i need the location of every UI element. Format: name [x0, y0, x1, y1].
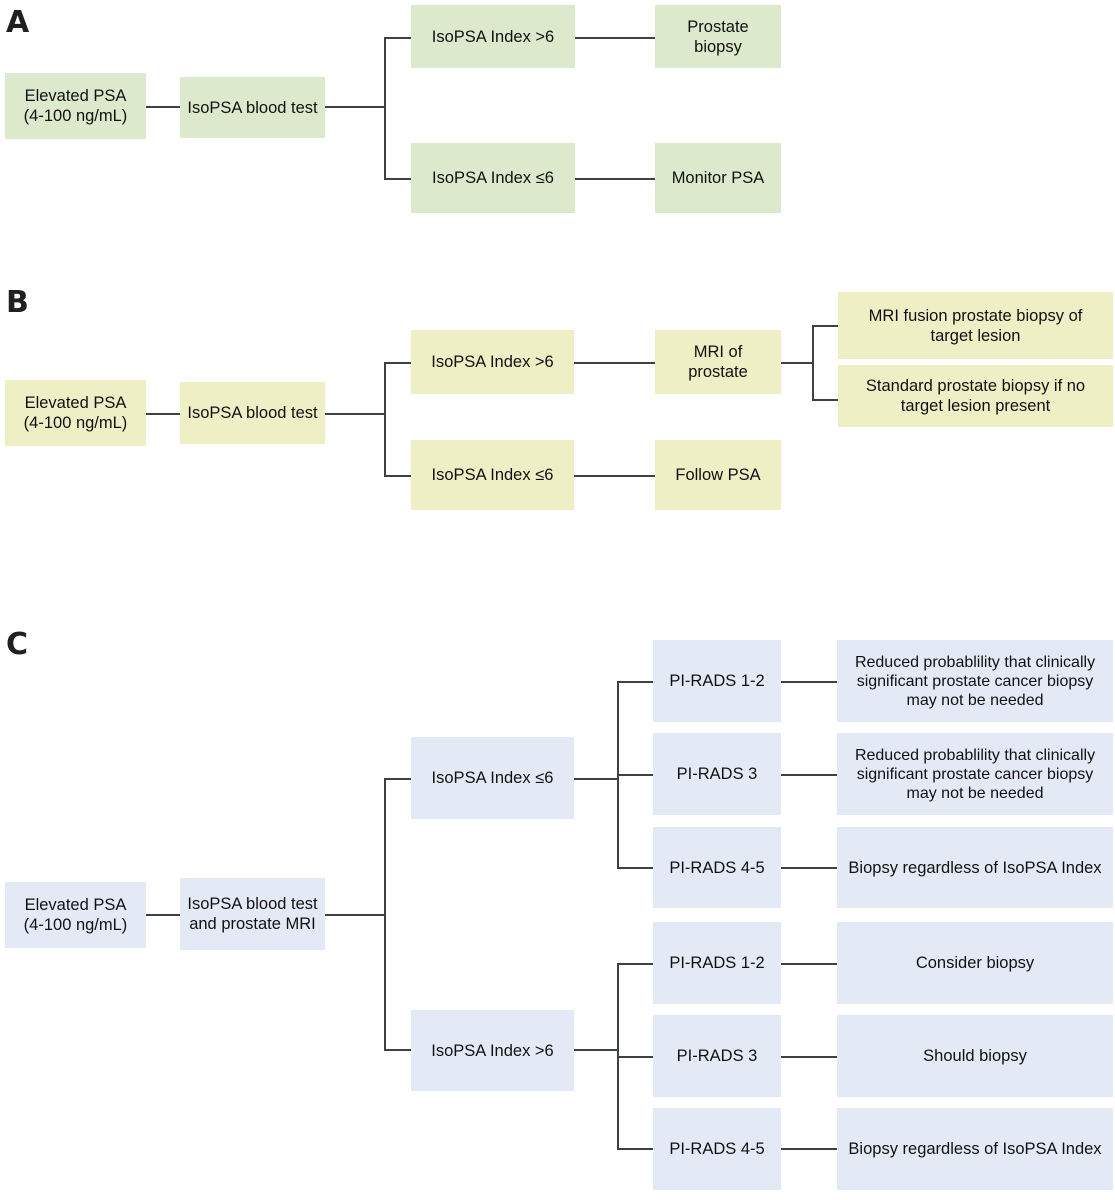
- node-c-low-pirads-1: PI-RADS 1-2: [653, 640, 781, 722]
- node-b-mri: MRI of prostate: [655, 330, 781, 394]
- connector-c-low-p1-out: [781, 681, 837, 683]
- node-c-low-outcome-3: Biopsy regardless of IsoPSA Index: [837, 827, 1113, 908]
- node-c-low-outcome-1: Reduced probablility that clinically sig…: [837, 640, 1113, 722]
- node-b-outcome-standard: Standard prostate biopsy if no target le…: [838, 365, 1113, 427]
- connector-c-low-p2-out: [781, 774, 837, 776]
- connector-c-high-p1-out: [781, 963, 837, 965]
- connector-c-high-p1: [617, 963, 653, 965]
- panel-label-b: B: [6, 285, 29, 320]
- connector-a-split-low: [384, 178, 411, 180]
- connector-b-mri-split: [781, 362, 813, 364]
- connector-b-out-vert: [812, 325, 814, 400]
- connector-c-low-p3: [617, 867, 653, 869]
- node-c-low-pirads-3: PI-RADS 4-5: [653, 827, 781, 908]
- connector-a-high-outcome: [575, 37, 655, 39]
- connector-c-high-p2: [617, 1056, 653, 1058]
- node-a-outcome-low: Monitor PSA: [655, 143, 781, 213]
- node-b-outcome-fusion: MRI fusion prostate biopsy of target les…: [838, 292, 1113, 359]
- node-b-branch-high: IsoPSA Index >6: [411, 330, 574, 394]
- connector-c-start-test: [146, 914, 180, 916]
- connector-c-main-high: [384, 1049, 411, 1051]
- node-b-branch-low: IsoPSA Index ≤6: [411, 440, 574, 510]
- connector-c-low-p1: [617, 681, 653, 683]
- node-a-test: IsoPSA blood test: [180, 77, 325, 138]
- node-c-high-outcome-1: Consider biopsy: [837, 922, 1113, 1004]
- connector-a-test-split: [325, 106, 385, 108]
- node-a-branch-high: IsoPSA Index >6: [411, 5, 575, 68]
- connector-b-split-vert: [384, 362, 386, 476]
- connector-b-high-mri: [573, 362, 655, 364]
- node-c-branch-low: IsoPSA Index ≤6: [411, 737, 574, 819]
- node-c-high-outcome-2: Should biopsy: [837, 1015, 1113, 1097]
- node-c-branch-high: IsoPSA Index >6: [411, 1010, 574, 1091]
- connector-c-low-group: [573, 778, 618, 780]
- connector-c-high-group: [573, 1049, 618, 1051]
- connector-c-main-low: [384, 778, 411, 780]
- node-a-branch-low: IsoPSA Index ≤6: [411, 143, 575, 213]
- connector-c-high-p3: [617, 1148, 653, 1150]
- connector-b-out-standard: [812, 399, 838, 401]
- node-c-test: IsoPSA blood test and prostate MRI: [180, 878, 325, 950]
- node-a-start: Elevated PSA (4-100 ng/mL): [5, 73, 146, 139]
- panel-label-a: A: [6, 5, 29, 40]
- node-c-high-pirads-1: PI-RADS 1-2: [653, 922, 781, 1004]
- connector-b-out-fusion: [812, 325, 838, 327]
- connector-a-low-outcome: [575, 178, 655, 180]
- node-c-high-outcome-3: Biopsy regardless of IsoPSA Index: [837, 1108, 1113, 1190]
- connector-a-split-vert: [384, 37, 386, 179]
- connector-c-low-p3-out: [781, 867, 837, 869]
- connector-b-split-high: [384, 362, 411, 364]
- node-c-high-pirads-2: PI-RADS 3: [653, 1015, 781, 1097]
- node-a-outcome-high: Prostate biopsy: [655, 5, 781, 68]
- connector-b-low-follow: [573, 475, 655, 477]
- node-c-low-outcome-2: Reduced probablility that clinically sig…: [837, 733, 1113, 815]
- node-b-start: Elevated PSA (4-100 ng/mL): [5, 380, 146, 446]
- connector-b-start-test: [146, 413, 180, 415]
- connector-b-split-low: [384, 475, 411, 477]
- connector-c-high-p2-out: [781, 1056, 837, 1058]
- connector-c-test-split: [325, 914, 385, 916]
- node-c-start: Elevated PSA (4-100 ng/mL): [5, 882, 146, 948]
- connector-b-test-split: [325, 413, 385, 415]
- connector-c-main-vert: [384, 778, 386, 1050]
- connector-a-start-test: [146, 106, 180, 108]
- connector-c-low-p2: [617, 774, 653, 776]
- connector-a-split-high: [384, 37, 411, 39]
- node-c-low-pirads-2: PI-RADS 3: [653, 733, 781, 815]
- panel-label-c: C: [6, 627, 28, 662]
- node-c-high-pirads-3: PI-RADS 4-5: [653, 1108, 781, 1190]
- node-b-test: IsoPSA blood test: [180, 382, 325, 444]
- connector-c-high-p3-out: [781, 1148, 837, 1150]
- node-b-follow: Follow PSA: [655, 440, 781, 510]
